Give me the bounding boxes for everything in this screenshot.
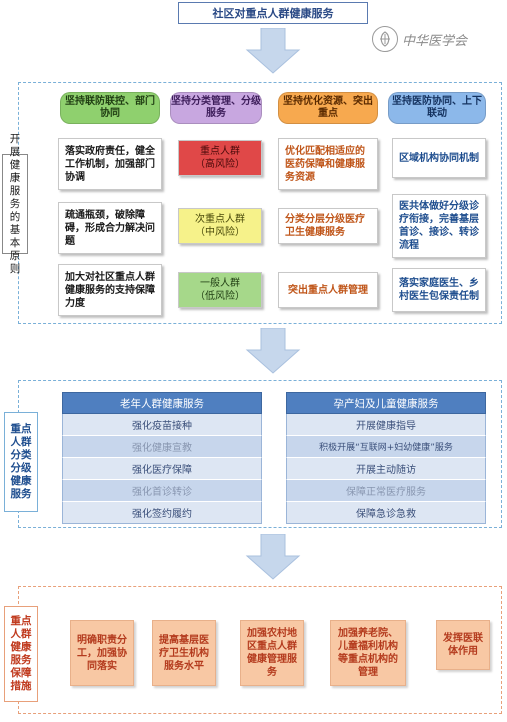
page-title: 社区对重点人群健康服务 bbox=[178, 2, 368, 24]
publisher-logo: 中华医学会 bbox=[372, 24, 502, 54]
remove-barriers-box: 疏通瓶颈，破除障碍，形成合力解决问题 bbox=[58, 202, 162, 254]
table-row: 强化首诊转诊 bbox=[62, 480, 262, 502]
principle-pill-classified-management: 坚持分类管理、分级服务 bbox=[170, 92, 262, 124]
high-risk-box: 重点人群 （高风险） bbox=[178, 140, 262, 176]
medium-risk-level: （中风险） bbox=[195, 227, 245, 238]
support-guarantee-box: 加大对社区重点人群健康服务的支持保障力度 bbox=[58, 264, 162, 316]
measure-medical-alliance: 发挥医联体作用 bbox=[436, 620, 490, 670]
table-row: 强化健康宣教 bbox=[62, 436, 262, 458]
table-row: 积极开展“互联网+妇幼健康”服务 bbox=[286, 436, 486, 458]
table-row: 保障正常医疗服务 bbox=[286, 480, 486, 502]
measure-key-institutions: 加强养老院、儿童福利机构等重点机构的管理 bbox=[330, 620, 406, 686]
guarantee-measures-label: 重点人群健康服务保障措施 bbox=[4, 606, 38, 702]
elderly-services-header: 老年人群健康服务 bbox=[62, 392, 262, 414]
down-arrow-icon bbox=[245, 28, 301, 74]
classified-services-label: 重点人群分类分级健康服务 bbox=[4, 412, 38, 512]
high-risk-level: （高风险） bbox=[195, 159, 245, 170]
table-row: 强化签约履约 bbox=[62, 502, 262, 524]
measure-clarify-duties: 明确职责分工，加强协同落实 bbox=[70, 620, 134, 686]
down-arrow-icon bbox=[245, 534, 301, 580]
principles-label: 开展健康服务的基本原则 bbox=[2, 133, 28, 275]
regional-coordination-box: 区域机构协同机制 bbox=[392, 138, 486, 178]
measure-rural-management: 加强农村地区重点人群健康管理服务 bbox=[240, 620, 304, 686]
table-row: 强化医疗保障 bbox=[62, 458, 262, 480]
tiered-services-box: 分类分层分级医疗卫生健康服务 bbox=[278, 208, 378, 244]
table-row: 开展主动随访 bbox=[286, 458, 486, 480]
table-row: 保障急诊急救 bbox=[286, 502, 486, 524]
low-risk-box: 一般人群 （低风险） bbox=[178, 272, 262, 308]
medium-risk-box: 次重点人群 （中风险） bbox=[178, 208, 262, 244]
high-risk-name: 重点人群 bbox=[200, 146, 240, 157]
principle-pill-medical-prevention: 坚持医防协同、上下联动 bbox=[388, 92, 486, 124]
principle-pill-optimize-resources: 坚持优化资源、突出重点 bbox=[278, 92, 378, 124]
measure-improve-grassroots: 提高基层医疗卫生机构服务水平 bbox=[152, 620, 216, 686]
maternal-child-services-header: 孕产妇及儿童健康服务 bbox=[286, 392, 486, 414]
seal-icon bbox=[372, 26, 398, 52]
low-risk-name: 一般人群 bbox=[200, 278, 240, 289]
table-row: 开展健康指导 bbox=[286, 414, 486, 436]
logo-text: 中华医学会 bbox=[402, 33, 468, 49]
family-doctor-box: 落实家庭医生、乡村医生包保责任制 bbox=[392, 268, 486, 312]
government-responsibility-box: 落实政府责任，健全工作机制，加强部门协调 bbox=[58, 138, 162, 190]
table-row: 强化疫苗接种 bbox=[62, 414, 262, 436]
down-arrow-icon bbox=[245, 328, 301, 374]
low-risk-level: （低风险） bbox=[195, 291, 245, 302]
medium-risk-name: 次重点人群 bbox=[195, 214, 245, 225]
principle-pill-joint-control: 坚持联防联控、部门协同 bbox=[60, 92, 160, 124]
medical-community-box: 医共体做好分级诊疗衔接，完善基层首诊、接诊、转诊流程 bbox=[392, 194, 486, 258]
key-population-management-box: 突出重点人群管理 bbox=[278, 272, 378, 308]
optimize-matching-box: 优化匹配相适应的医药保障和健康服务资源 bbox=[278, 138, 378, 190]
